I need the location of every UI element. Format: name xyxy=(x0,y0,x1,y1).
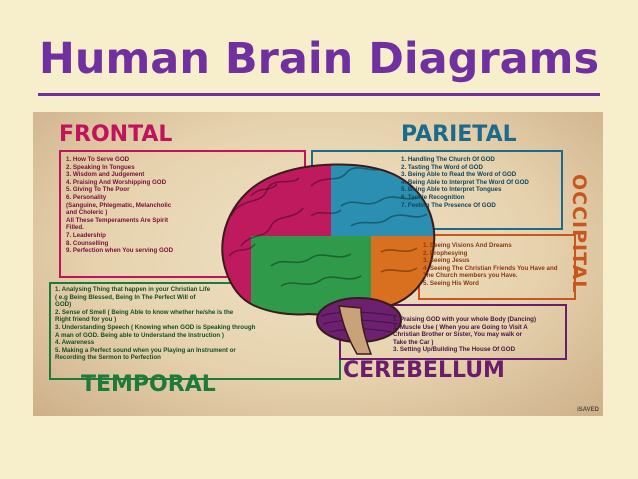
list-item: (Sanguine, Phlegmatic, Melancholic xyxy=(66,201,172,209)
list-item: 3. Being Able to Read the Word of GOD xyxy=(401,171,517,179)
brain-illustration xyxy=(221,163,436,355)
list-item: 5. Giving To The Poor xyxy=(66,186,130,194)
list-item: and Choleric ) xyxy=(66,209,108,217)
brain-diagram: FRONTAL PARIETAL OCCIPITAL TEMPORAL CERE… xyxy=(33,112,603,416)
artist-signature: iSAVED xyxy=(577,407,599,413)
list-item: 2. Speaking In Tongues xyxy=(66,163,135,171)
frontal-label: FRONTAL xyxy=(59,122,173,147)
list-item: 4. Seeing The Christian Friends You Have… xyxy=(423,264,558,272)
list-item: 6. Personality xyxy=(66,193,107,201)
list-item: 1. Handling The Church Of GOD xyxy=(401,156,495,163)
list-item: 2. Sense of Smell ( Being Able to know w… xyxy=(55,308,234,316)
page-title: Human Brain Diagrams xyxy=(38,34,600,84)
frontal-region xyxy=(222,164,331,236)
list-item: 8. Counselling xyxy=(66,239,109,247)
brain-stem xyxy=(338,305,373,355)
occipital-label: OCCIPITAL xyxy=(568,174,590,294)
list-item: 2. Prophesying xyxy=(423,249,468,257)
list-item: 3. Understanding Speech ( Knowing when G… xyxy=(55,323,256,331)
list-item: 2. Tasting The Word of GOD xyxy=(401,163,483,171)
cerebellum-label: CEREBELLUM xyxy=(343,358,505,383)
temporal-region-wedge xyxy=(271,236,321,266)
temporal-functions-list: 1. Analysing Thing that happen in your C… xyxy=(55,286,255,362)
list-item: 5. Seeing His Word xyxy=(423,279,479,287)
list-item: ( e.g Being Blessed, Being In The Perfec… xyxy=(55,293,196,301)
list-item: Recording the Sermon to Perfection xyxy=(55,354,161,362)
list-item: 4. Awareness xyxy=(55,339,95,347)
list-item: 7. Feeling The Presence Of GOD xyxy=(401,201,496,209)
list-item: 4. Being Able to Interpret The Word Of G… xyxy=(401,178,529,186)
frontal-functions-list: 1. How To Serve GOD 2. Speaking In Tongu… xyxy=(66,156,173,255)
list-item: 6. Tactile Recognition xyxy=(401,193,465,201)
list-item: 3. Wisdom and Judgement xyxy=(66,171,145,179)
list-item: Right friend for you ) xyxy=(55,316,117,324)
list-item: 1. Seeing Visions And Dreams xyxy=(423,242,512,249)
list-item: 1. Praising GOD with your whole Body (Da… xyxy=(393,316,537,323)
list-item: 9. Perfection when You serving GOD xyxy=(66,247,174,255)
list-item: 3. Seeing Jesus xyxy=(423,257,470,265)
parietal-label: PARIETAL xyxy=(401,122,517,147)
list-item: Filled. xyxy=(66,224,84,232)
list-item: A man of GOD. Being able to Understand t… xyxy=(55,331,224,339)
title-underline xyxy=(38,93,600,96)
list-item: 4. Praising And Worshipping GOD xyxy=(66,178,167,186)
list-item: The Church members you Have. xyxy=(423,272,518,280)
list-item: 5. Being Able to Interpret Tongues xyxy=(401,186,502,194)
list-item: 2. Muscle Use ( When you are Going to Vi… xyxy=(393,323,528,331)
list-item: 1. Analysing Thing that happen in your C… xyxy=(55,286,211,293)
list-item: Take the Car ) xyxy=(393,338,434,346)
list-item: 5. Making a Perfect sound when you Playi… xyxy=(55,346,236,354)
cerebellum-functions-list: 1. Praising GOD with your whole Body (Da… xyxy=(393,316,536,354)
occipital-functions-list: 1. Seeing Visions And Dreams 2. Prophesy… xyxy=(423,242,558,288)
list-item: 7. Leadership xyxy=(66,231,106,239)
list-item: All These Temperaments Are Spirit xyxy=(66,216,169,224)
parietal-functions-list: 1. Handling The Church Of GOD 2. Tasting… xyxy=(401,156,529,209)
list-item: Christian Brother or Sister, You may wal… xyxy=(393,331,523,339)
list-item: GOD) xyxy=(55,301,72,309)
list-item: 3. Setting Up/Building The House Of GOD xyxy=(393,346,516,354)
list-item: 1. How To Serve GOD xyxy=(66,156,130,163)
temporal-label: TEMPORAL xyxy=(81,372,216,397)
